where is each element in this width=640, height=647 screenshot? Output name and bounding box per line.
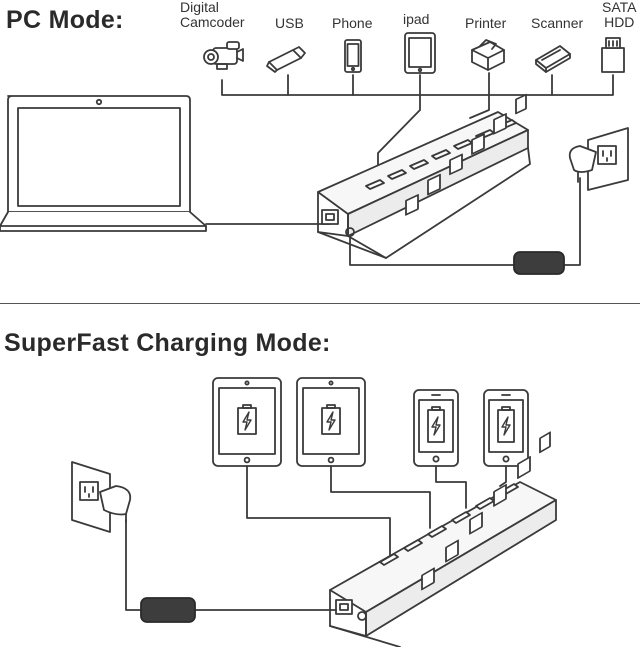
charging-mode-title: SuperFast Charging Mode: <box>4 329 331 357</box>
pc-mode-title: PC Mode: <box>6 6 124 34</box>
wall-outlet-icon <box>568 127 629 191</box>
label-scanner: Scanner <box>531 15 584 31</box>
power-cable-charging <box>125 519 337 611</box>
battery-charging-icon <box>237 404 257 435</box>
wall-outlet-charging-icon <box>71 461 132 533</box>
label-phone: Phone <box>332 15 373 31</box>
usb-stick-icon <box>266 46 306 73</box>
device-charging-cables <box>246 465 507 556</box>
label-ipad: ipad <box>403 11 430 27</box>
usb-hub-charging-icon <box>329 431 557 647</box>
section-divider <box>0 303 640 304</box>
label-camcorder: Digital Camcoder <box>180 0 245 30</box>
printer-icon <box>471 39 505 71</box>
phone-icon <box>344 39 362 73</box>
battery-charging-icon <box>321 404 341 435</box>
camcorder-icon <box>203 41 244 70</box>
label-usb: USB <box>275 15 304 31</box>
battery-charging-icon <box>497 406 515 443</box>
phone-charging-2 <box>483 389 529 467</box>
tablet-icon <box>404 32 436 74</box>
power-adapter-charging-icon <box>140 597 196 623</box>
phone-charging-1 <box>413 389 459 467</box>
label-sata-hdd: SATA HDD <box>602 0 637 30</box>
hdd-icon <box>601 37 625 73</box>
label-printer: Printer <box>465 15 507 31</box>
scanner-icon <box>535 45 571 73</box>
power-cable-pc <box>349 177 581 266</box>
battery-charging-icon <box>427 406 445 443</box>
tablet-charging-1 <box>212 377 282 467</box>
usb-hub-icon <box>317 93 531 259</box>
tablet-charging-2 <box>296 377 366 467</box>
laptop-icon <box>0 95 207 232</box>
power-adapter-icon <box>513 251 565 275</box>
